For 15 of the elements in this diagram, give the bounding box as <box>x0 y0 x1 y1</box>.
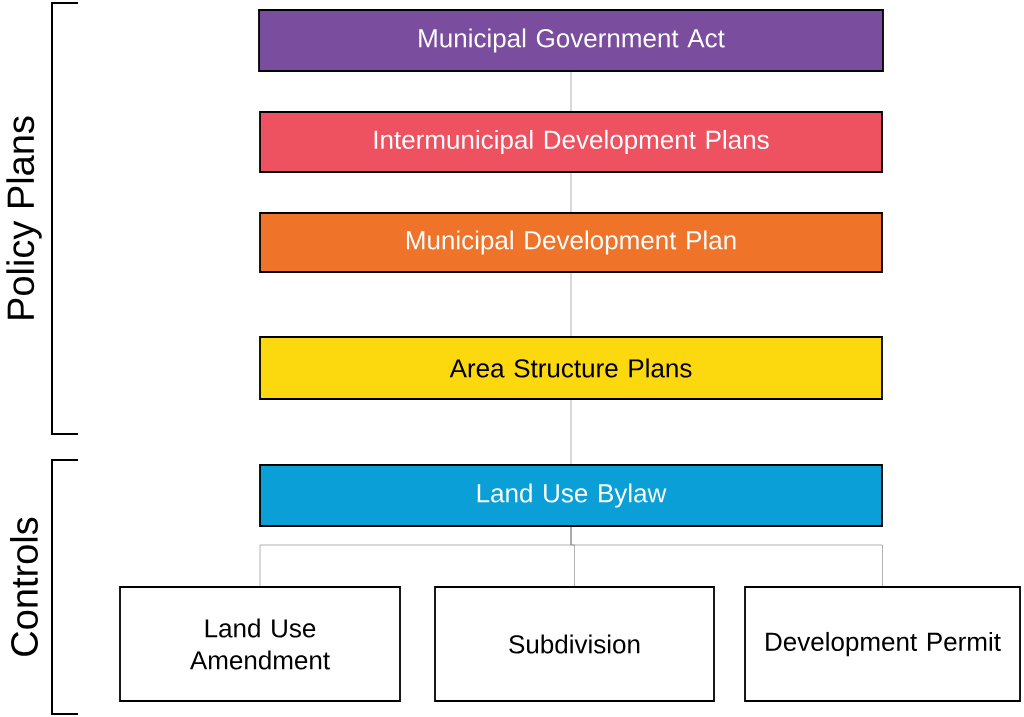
connector-line <box>570 526 883 587</box>
connector-line <box>570 172 572 213</box>
section-label: Controls <box>10 517 38 656</box>
policy-box: Intermunicipal Development Plans <box>259 111 883 173</box>
connector-line <box>570 272 572 337</box>
control-box: Development Permit <box>744 586 1021 702</box>
control-box: Subdivision <box>434 586 715 702</box>
policy-box: Area Structure Plans <box>259 336 883 400</box>
policy-box: Municipal Government Act <box>258 9 884 72</box>
connector-line <box>570 71 572 112</box>
control-box: Land Use Amendment <box>119 586 401 702</box>
policy-box: Municipal Development Plan <box>259 212 883 273</box>
policy-box: Land Use Bylaw <box>259 464 883 527</box>
section-label: Policy Plans <box>6 116 42 319</box>
connector-line <box>570 399 572 465</box>
